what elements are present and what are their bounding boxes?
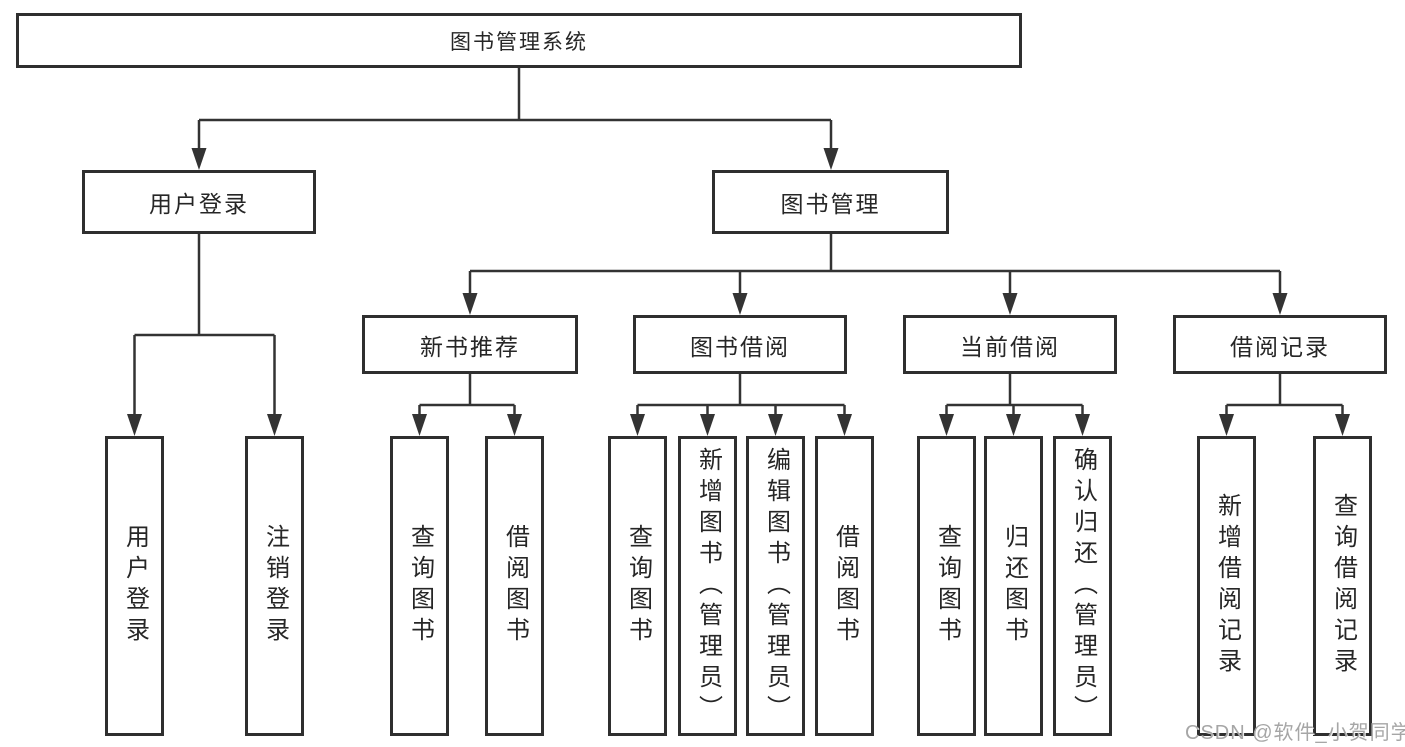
arrowhead (1272, 293, 1288, 315)
leaf-newbooks-borrow: 借阅图书 (485, 436, 544, 736)
leaf-current-return-label: 归还图书 (1000, 524, 1028, 648)
leaf-current-confirm-return: 确认归还（管理员） (1053, 436, 1112, 736)
arrowhead (127, 414, 142, 436)
arrowhead (1219, 414, 1234, 436)
leaf-borrowing-edit: 编辑图书（管理员） (746, 436, 805, 736)
node-root-label: 图书管理系统 (450, 30, 588, 54)
arrowhead (462, 293, 478, 315)
arrowhead (412, 414, 427, 436)
connector-newbooks-to-leaves (418, 374, 516, 416)
arrowhead (700, 414, 715, 436)
arrowhead (837, 414, 852, 436)
node-book-management-label: 图书管理 (780, 191, 881, 217)
arrowheads (127, 148, 1350, 436)
node-book-borrowing-label: 图书借阅 (690, 333, 790, 360)
arrowhead (1075, 414, 1090, 436)
connector-borrowing-to-leaves (636, 374, 846, 416)
connector-records-to-leaves (1225, 374, 1344, 416)
leaf-borrowing-edit-label: 编辑图书（管理员） (762, 446, 790, 726)
node-book-management: 图书管理 (712, 170, 949, 234)
leaf-records-add: 新增借阅记录 (1197, 436, 1256, 736)
node-current-borrowing-label: 当前借阅 (960, 333, 1060, 360)
leaf-borrowing-borrow: 借阅图书 (815, 436, 874, 736)
arrowhead (823, 148, 839, 170)
node-current-borrowing: 当前借阅 (903, 315, 1117, 374)
arrowhead (191, 148, 207, 170)
leaf-current-confirm-return-label: 确认归还（管理员） (1069, 446, 1097, 726)
node-user-login: 用户登录 (82, 170, 316, 234)
arrowhead (1335, 414, 1350, 436)
leaf-current-return: 归还图书 (984, 436, 1043, 736)
leaf-current-query-label: 查询图书 (933, 524, 961, 648)
connector-current-to-leaves (945, 374, 1084, 416)
leaf-user-login-label: 用户登录 (121, 524, 149, 648)
leaf-records-query-label: 查询借阅记录 (1329, 493, 1357, 679)
arrowhead (768, 414, 783, 436)
connector-userlogin-to-leaves (133, 233, 276, 416)
arrowhead (939, 414, 954, 436)
arrowhead (732, 293, 748, 315)
node-user-login-label: 用户登录 (149, 191, 249, 217)
leaf-current-query: 查询图书 (917, 436, 976, 736)
arrowhead (267, 414, 282, 436)
arrowhead (630, 414, 645, 436)
leaf-logout: 注销登录 (245, 436, 304, 736)
node-borrow-records-label: 借阅记录 (1230, 333, 1330, 360)
leaf-newbooks-borrow-label: 借阅图书 (501, 524, 529, 648)
node-new-book-recommend: 新书推荐 (362, 315, 578, 374)
leaf-borrowing-query-label: 查询图书 (624, 524, 652, 648)
leaf-logout-label: 注销登录 (261, 524, 289, 648)
node-root-system: 图书管理系统 (16, 13, 1022, 68)
leaf-newbooks-query: 查询图书 (390, 436, 449, 736)
arrowhead (1006, 414, 1021, 436)
connector-bookmgmt-to-level3 (468, 233, 1282, 296)
leaf-records-add-label: 新增借阅记录 (1213, 493, 1241, 679)
node-book-borrowing: 图书借阅 (633, 315, 847, 374)
leaf-borrowing-borrow-label: 借阅图书 (831, 524, 859, 648)
node-borrow-records: 借阅记录 (1173, 315, 1387, 374)
leaf-borrowing-add: 新增图书（管理员） (678, 436, 737, 736)
connector-root-to-level2 (197, 67, 833, 150)
leaf-user-login: 用户登录 (105, 436, 164, 736)
watermark-text: CSDN @软件_小贺同学 (1185, 722, 1405, 744)
arrowhead (507, 414, 522, 436)
leaf-newbooks-query-label: 查询图书 (406, 524, 434, 648)
leaf-borrowing-add-label: 新增图书（管理员） (694, 446, 722, 726)
arrowhead (1002, 293, 1018, 315)
node-new-book-recommend-label: 新书推荐 (420, 333, 520, 360)
leaf-records-query: 查询借阅记录 (1313, 436, 1372, 736)
leaf-borrowing-query: 查询图书 (608, 436, 667, 736)
